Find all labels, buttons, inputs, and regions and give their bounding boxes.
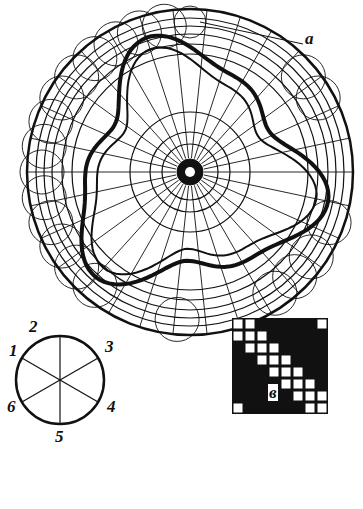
leader-line — [200, 22, 303, 44]
radial-line — [173, 10, 189, 158]
weave-cell — [234, 320, 243, 329]
weave-cell — [246, 344, 255, 353]
radial-line — [191, 10, 207, 158]
weave-cell — [246, 332, 255, 341]
weave-pattern — [232, 318, 328, 414]
callout-label: 2 — [28, 318, 39, 335]
weave-cell — [294, 368, 303, 377]
roller-circle — [117, 11, 161, 55]
roller-circle — [296, 76, 340, 120]
division-spoke — [22, 380, 60, 402]
weave-cell — [270, 368, 279, 377]
weave-cell — [306, 404, 315, 413]
roller-circle — [155, 297, 199, 341]
roller-circle — [273, 255, 317, 299]
radial-line — [41, 178, 177, 239]
roller-circle — [55, 245, 99, 289]
weave-cell — [282, 368, 291, 377]
division-spoke — [59, 380, 60, 424]
roller-circle — [40, 76, 84, 120]
hub — [177, 159, 203, 185]
weave-cell — [294, 392, 303, 401]
hub-bore — [185, 167, 195, 177]
division-spoke — [22, 358, 60, 380]
weave-cell — [306, 392, 315, 401]
weave-cell — [318, 392, 327, 401]
roller-circle — [73, 263, 117, 307]
callout-label: a — [304, 30, 315, 47]
pattern-circle — [16, 336, 104, 424]
weave-cell — [306, 380, 315, 389]
radial-line — [58, 180, 179, 268]
radial-line — [204, 138, 350, 169]
roller-circle — [40, 224, 84, 268]
division-spoke — [60, 380, 98, 402]
callout-label: 6 — [6, 398, 17, 415]
weave-cell — [258, 332, 267, 341]
division-circle — [16, 336, 104, 424]
weave-cell — [282, 356, 291, 365]
roller-circle — [94, 22, 138, 66]
roller-circle — [281, 55, 325, 99]
roller-circle — [20, 150, 64, 194]
weave-ground — [232, 318, 328, 414]
callout-label: в — [268, 384, 278, 401]
weave-cell — [294, 380, 303, 389]
radial-line — [194, 17, 240, 159]
division-spoke — [59, 336, 60, 380]
callout-label: 5 — [54, 428, 65, 445]
weave-cell — [270, 356, 279, 365]
roller-circle — [307, 201, 351, 245]
weave-cell — [270, 344, 279, 353]
weave-cell — [258, 356, 267, 365]
radial-line — [204, 172, 353, 173]
radial-line — [31, 175, 177, 206]
weave-cell — [234, 332, 243, 341]
roller-circle — [142, 4, 186, 48]
division-spoke — [60, 358, 98, 380]
weave-cell — [318, 404, 327, 413]
concentric-circle — [27, 9, 353, 335]
weave-cell — [234, 404, 243, 413]
callout-label: 3 — [104, 338, 115, 355]
weave-cell — [246, 320, 255, 329]
roller-circle — [29, 201, 73, 245]
radial-line — [27, 172, 176, 173]
weave-cell — [282, 380, 291, 389]
roller-circle — [253, 271, 297, 315]
roller-circle — [22, 124, 66, 168]
cam-wheel — [20, 4, 353, 341]
roller-circle — [29, 99, 73, 143]
callout-label: 4 — [106, 398, 117, 415]
weave-cell — [318, 320, 327, 329]
roller-circle — [73, 37, 117, 81]
radial-line — [201, 76, 322, 164]
roller-circle — [55, 55, 99, 99]
radial-line — [140, 185, 186, 327]
roller-circle — [289, 235, 333, 279]
weave-cell — [258, 344, 267, 353]
radial-line — [197, 184, 272, 313]
cam-groove — [92, 47, 317, 274]
radial-line — [199, 182, 299, 293]
callout-label: 1 — [8, 342, 19, 359]
roller-circle — [22, 176, 66, 220]
